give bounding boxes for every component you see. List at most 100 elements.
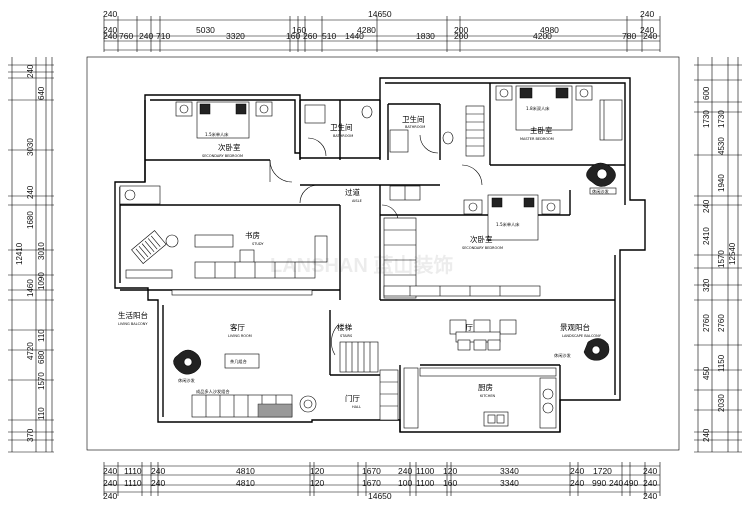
left-row2-dim: 3010 [37, 242, 46, 260]
right-row2-dim: 2760 [702, 314, 711, 332]
bottom-row2-dim: 240 [570, 478, 584, 488]
bottom-row2-dim: 120 [310, 478, 324, 488]
foyer: 门厅 HALL [345, 369, 399, 421]
bottom-row2-dim: 240 [643, 478, 657, 488]
right-row1-dim: 2030 [717, 394, 726, 412]
nightstand-icon [575, 85, 593, 101]
living-balcony: 生活阳台 LIVING BALCONY [118, 185, 161, 326]
sofa-label: 成品多人沙发组合 [196, 388, 230, 395]
room-name-aisle: 过道 [345, 187, 360, 197]
drawing-frame [86, 56, 680, 451]
top-row1-dim: 240 [640, 25, 654, 35]
room-name-study: 书房 [245, 230, 260, 240]
sink-icon [483, 411, 509, 427]
right-row2-dim: 320 [702, 278, 711, 292]
room-en-living-balcony: LIVING BALCONY [118, 322, 148, 326]
bottom-row1-dim: 240 [103, 466, 117, 476]
top-row1-dim: 4280 [357, 25, 376, 35]
nightstand-icon [255, 101, 273, 117]
bottom-right-240: 240 [643, 491, 657, 501]
top-row1-dim: 160 [292, 25, 306, 35]
room-en-landscape-balcony: LANDSCAPE BALCONY [562, 334, 602, 338]
secondary-bedroom: 1.5米单人床 次卧室 SECONDARY BEDROOM [175, 101, 273, 158]
left-row1-dim: 4720 [26, 342, 35, 360]
bottom-row1-dim: 3340 [500, 466, 519, 476]
leisure-chair-top-right: 休闲沙发 [586, 162, 617, 195]
aisle: 过道 AISLE [345, 185, 421, 203]
stove-icon [542, 402, 554, 414]
right-row2-dim: 240 [702, 199, 711, 213]
bottom-row2-dim: 490 [624, 478, 638, 488]
bottom-left-240: 240 [103, 491, 117, 501]
bottom-row2-dim: 1110 [124, 478, 142, 488]
nightstand-icon [463, 199, 483, 215]
top-row2-dim: 1830 [416, 31, 435, 41]
chair-icon [473, 339, 487, 351]
right-row1-dim: 1730 [717, 110, 726, 128]
left-row1-dim: 240 [26, 64, 35, 78]
top-row2-dim: 240 [139, 31, 153, 41]
top-row2-dim: 1440 [345, 31, 364, 41]
room-en-living-room: LIVING ROOM [228, 334, 252, 338]
top-row2-dim: 240 [103, 31, 117, 41]
bottom-row1-dim: 240 [570, 466, 584, 476]
top-row1-dim: 5030 [196, 25, 215, 35]
bottom-row1-dim: 120 [443, 466, 457, 476]
top-row2-dim: 4200 [533, 31, 552, 41]
right-row1-dim: 2760 [717, 314, 726, 332]
left-row1-dim: 240 [26, 185, 35, 199]
bottom-row2-dim: 4810 [236, 478, 255, 488]
desk-icon [194, 234, 234, 248]
door-swings [269, 134, 483, 356]
right-row1-dim: 4530 [717, 137, 726, 155]
plant-icon [299, 395, 317, 413]
bottom-row2-dim: 240 [103, 478, 117, 488]
left-dimension-lines: 12410 240 3030 240 1680 1460 4720 370 64… [8, 57, 54, 453]
room-en-master-bedroom: MASTER BEDROOM [520, 137, 554, 141]
top-row2-dim: 760 [119, 31, 133, 41]
landscape-balcony: 景观阳台 LANDSCAPE BALCONY 休闲沙发 [554, 322, 610, 361]
room-name-living-balcony: 生活阳台 [118, 310, 148, 320]
left-total-dimension: 12410 [15, 242, 24, 265]
living-room: 客厅 LIVING ROOM 茶几组合 成品多人沙发组合 休闲沙发 [173, 322, 317, 418]
room-en-study: STUDY [252, 242, 264, 246]
shower-icon [389, 129, 409, 153]
room-name-master-bedroom: 主卧室 [530, 125, 553, 135]
washer-icon [119, 185, 161, 205]
wardrobe-icon [383, 217, 417, 299]
nightstand-icon [541, 199, 561, 215]
watermark: LANSHAN 蓝山装饰 [270, 253, 453, 277]
right-row1-dim: 1570 [717, 250, 726, 268]
counter-icon [403, 367, 419, 429]
kitchen: 厨房 KITCHEN [403, 367, 557, 429]
room-name-kitchen: 厨房 [478, 382, 493, 392]
bottom-row1-dim: 240 [398, 466, 412, 476]
wardrobe-icon [465, 105, 485, 157]
nightstand-icon [175, 101, 193, 117]
bottom-row2-dim: 240 [609, 478, 623, 488]
dining: 餐厅 DINING [449, 319, 517, 351]
left-row1-dim: 1680 [26, 211, 35, 229]
lounge-chair-icon [131, 230, 167, 265]
bottom-row2-dim: 1670 [362, 478, 381, 488]
left-row2-dim: 1090 [37, 272, 46, 290]
bottom-row1-dim: 1670 [362, 466, 381, 476]
right-row1-dim: 1150 [717, 354, 726, 372]
bottom-row1-dim: 240 [151, 466, 165, 476]
right-row2-dim: 240 [702, 428, 711, 442]
bottom-row1-dim: 120 [310, 466, 324, 476]
counter-icon [419, 367, 557, 377]
bottom-row1-dim: 1720 [593, 466, 612, 476]
bottom-dimension-lines: 240 1110 240 4810 120 1670 240 1100 120 … [103, 462, 661, 501]
room-en-secondary-bedroom-2: SECONDARY BEDROOM [462, 246, 503, 250]
room-name-landscape-balcony: 景观阳台 [560, 322, 590, 332]
leisure-chair-label: 休闲沙发 [178, 377, 196, 384]
bed-label: 1.5米单人床 [496, 221, 520, 228]
top-dimension-lines: 240 240 14650 240 5030 160 4280 200 4980… [103, 9, 661, 52]
secondary-bedroom-2: 1.5米单人床 次卧室 SECONDARY BEDROOM [383, 194, 561, 299]
bottom-row2-dim: 1100 [416, 478, 435, 488]
room-en-kitchen: KITCHEN [480, 394, 496, 398]
right-row2-dim: 1730 [702, 110, 711, 128]
top-row1-dim: 4980 [540, 25, 559, 35]
chair-icon [457, 339, 471, 351]
